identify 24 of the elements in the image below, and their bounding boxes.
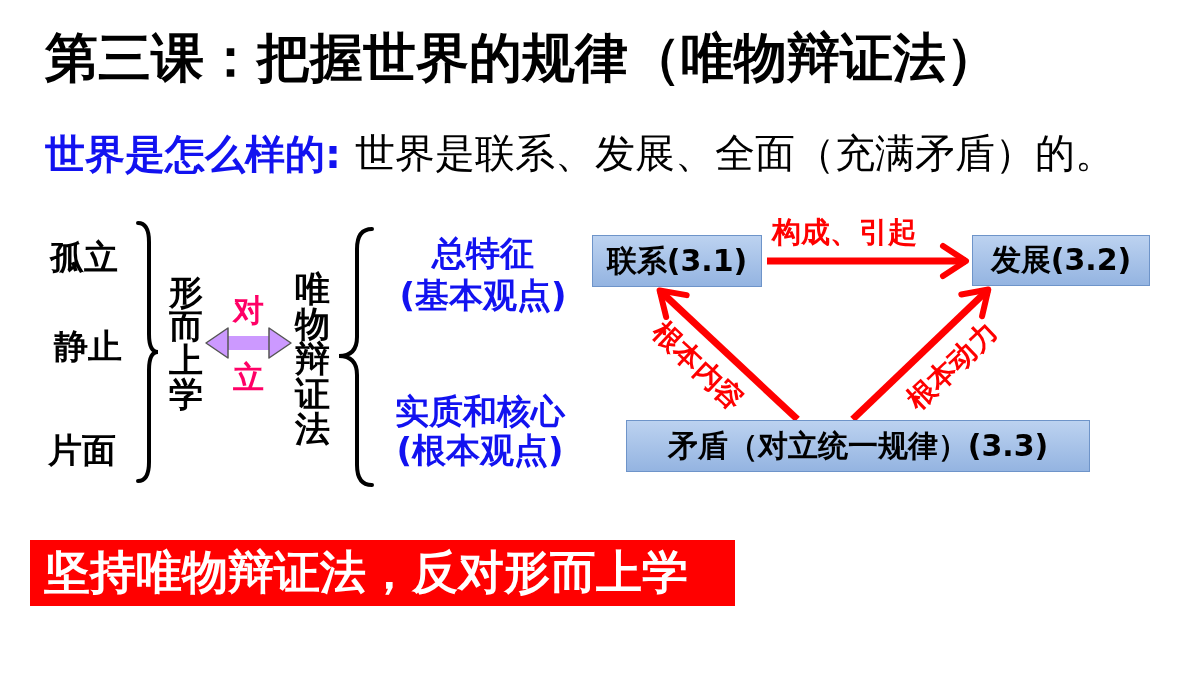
question-label: 世界是怎么样的: xyxy=(45,131,341,177)
arrow xyxy=(656,287,800,422)
edge-label: 根本动力 xyxy=(901,317,1003,415)
answer-sentence: 世界是联系、发展、全面（充满矛盾）的。 xyxy=(355,132,1115,178)
relation-label: 对 xyxy=(232,295,264,326)
term-label: 片面 xyxy=(48,431,116,471)
edge-label: 根本内容 xyxy=(647,317,749,415)
vertical-text: 形而上学 xyxy=(168,275,203,411)
double-arrow xyxy=(205,327,292,359)
concept-box: 联系(3.1) xyxy=(592,235,762,287)
feature-label: (基本观点) xyxy=(399,276,567,316)
relation-label: 立 xyxy=(232,362,264,393)
vertical-text: 唯物辩证法 xyxy=(294,272,330,447)
term-label: 孤立 xyxy=(50,238,118,278)
feature-label: 总特征 xyxy=(432,234,534,274)
banner: 坚持唯物辩证法，反对形而上学 xyxy=(30,540,735,606)
feature-label: 实质和核心 xyxy=(395,392,565,432)
arrow xyxy=(850,286,992,422)
concept-box: 矛盾（对立统一规律）(3.3) xyxy=(626,420,1090,472)
term-label: 静止 xyxy=(54,327,122,367)
feature-label: (根本观点) xyxy=(396,431,564,471)
concept-box: 发展(3.2) xyxy=(972,235,1150,286)
edge-label: 构成、引起 xyxy=(772,218,917,247)
title: 第三课：把握世界的规律（唯物辩证法） xyxy=(45,28,999,89)
